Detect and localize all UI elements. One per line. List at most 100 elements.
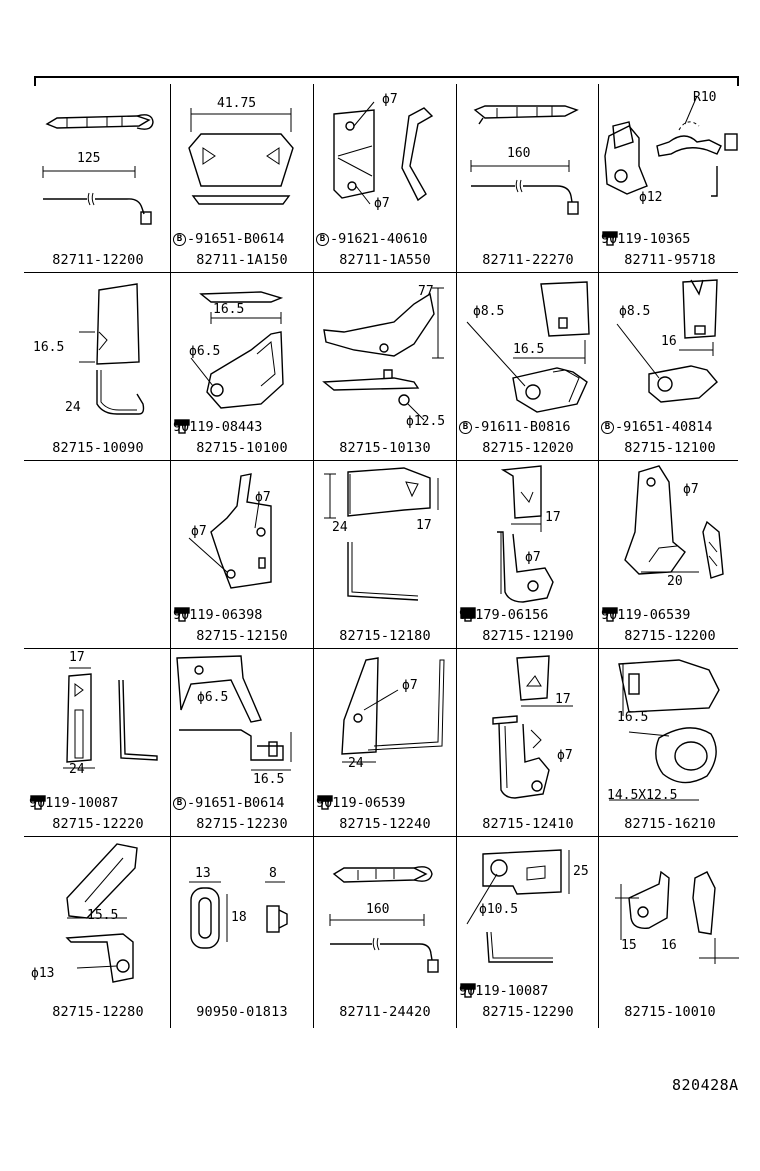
part-number: 90950-01813 [196,1004,288,1020]
dimension-label: 13 [195,866,211,881]
dimension-label: 24 [69,762,85,777]
part-cell: 16.5 24 82715-10090 [27,274,169,462]
grid-divider-h1 [24,272,738,273]
bolt-icon [460,983,476,998]
bracket-drawing [333,101,434,205]
part-number: 82715-12230 [196,816,288,832]
part-cell: ϕ6.5 16.5 B-91651-B0614 82715-12230 [171,650,313,838]
grommet-plate-drawing [188,108,294,205]
grommet-drawing [189,881,288,949]
dimension-label: ϕ6.5 [197,690,229,705]
dimension-label: 160 [366,902,390,917]
b-marker-icon: B [601,420,614,434]
dimension-label: 15 [621,938,637,953]
part-number: 82715-12100 [624,440,716,456]
part-cell: 41.75 B-91651-B0614 82711-1A150 [171,86,313,274]
bracket-drawing [497,465,554,603]
part-cell: ϕ7 20 90119-06539 82715-12200 [599,462,741,650]
sub-part-number: B-91651-B0614 [173,795,285,811]
dimension-label: 8 [269,866,277,881]
dimension-label: ϕ7 [255,490,271,505]
dimension-label: ϕ7 [382,92,398,107]
part-cell: 17 ϕ7 82715-12410 [457,650,599,838]
wire-clamp-drawing [470,105,579,215]
dimension-label: ϕ7 [557,748,573,763]
sub-part-number: 90119-06539 [316,795,405,811]
dimension-label: 16.5 [213,302,245,317]
part-number: 82715-12150 [196,628,288,644]
sub-part-number: B-91651-40814 [601,419,713,435]
part-number: 82715-12200 [624,628,716,644]
bolt-icon [174,419,190,434]
part-number: 82711-95718 [624,252,716,268]
sub-part-number: 90119-06398 [173,607,262,623]
dimension-label: ϕ7 [402,678,418,693]
dimension-label: 14.5X12.5 [607,788,678,803]
sub-part-number: B-91651-B0614 [173,231,285,247]
part-cell: ϕ7 24 90119-06539 82715-12240 [314,650,456,838]
dimension-label: 24 [332,520,348,535]
b-marker-icon: B [459,420,472,434]
b-marker-icon: B [173,796,186,810]
sub-part-number: 90119-08443 [173,419,262,435]
sub-part-number: B-91621-40610 [316,231,428,247]
dimension-label: ϕ13 [31,966,55,981]
dimension-label: ϕ10.5 [479,902,519,917]
sub-part-number: B-91611-B0816 [459,419,571,435]
nut-icon [460,607,476,622]
bolt-icon [317,795,333,810]
dimension-label: R10 [693,90,717,105]
strap-bracket-drawing [63,667,158,769]
sub-part-number: 90179-06156 [459,607,548,623]
clamp-bracket-drawing [609,659,720,801]
sub-part-number: 90119-10087 [459,983,548,999]
part-cell: 25 ϕ10.5 90119-10087 82715-12290 [457,838,599,1026]
dimension-label: 18 [231,910,247,925]
parts-diagram-sheet: 125 82711-12200 41.75 B-91651-B0614 8271… [24,76,741,1094]
part-cell: 77 ϕ12.5 82715-10130 [314,274,456,462]
clip-drawing [79,283,145,415]
bracket-drawing [466,281,590,413]
dimension-label: ϕ8.5 [473,304,505,319]
dimension-label: 25 [573,864,589,879]
bracket-drawing [624,465,724,579]
dimension-label: ϕ12.5 [406,414,446,429]
part-number: 82715-12240 [339,816,431,832]
b-marker-icon: B [316,232,329,246]
bracket-drawing [188,473,272,589]
part-cell: 16.5 14.5X12.5 82715-16210 [599,650,741,838]
dimension-label: ϕ6.5 [189,344,221,359]
part-number: 82715-12220 [52,816,144,832]
frame-top-border [34,76,739,78]
part-number: 82715-12410 [482,816,574,832]
grid-divider-v4 [598,84,599,1028]
bolt-icon [174,607,190,622]
bracket-drawing [492,655,573,799]
dimension-label: ϕ7 [374,196,390,211]
part-number: 82715-12020 [482,440,574,456]
dimension-label: 24 [65,400,81,415]
grid-divider-v3 [456,84,457,1028]
wire-clamp-drawing [329,866,439,973]
sub-part-number: 90119-06539 [601,607,690,623]
part-number: 82715-12180 [339,628,431,644]
bracket-drawing [616,279,718,403]
dimension-label: 17 [416,518,432,533]
dimension-label: 41.75 [217,96,257,111]
b-marker-icon: B [173,232,186,246]
part-cell: ϕ7 ϕ7 90119-06398 82715-12150 [171,462,313,650]
part-cell: 24 17 82715-12180 [314,462,456,650]
part-number: 82711-22270 [482,252,574,268]
dimension-label: ϕ7 [191,524,207,539]
part-number: 82715-12280 [52,1004,144,1020]
wire-clamp-drawing [42,114,154,225]
bolt-icon [30,795,46,810]
part-number: 82715-12290 [482,1004,574,1020]
dimension-label: ϕ8.5 [619,304,651,319]
grid-divider-h3 [24,648,738,649]
part-number: 82715-12190 [482,628,574,644]
grid-divider-h4 [24,836,738,837]
part-cell: ϕ7 ϕ7 B-91621-40610 82711-1A550 [314,86,456,274]
dimension-label: ϕ12 [639,190,663,205]
bracket-drawing [190,291,284,409]
